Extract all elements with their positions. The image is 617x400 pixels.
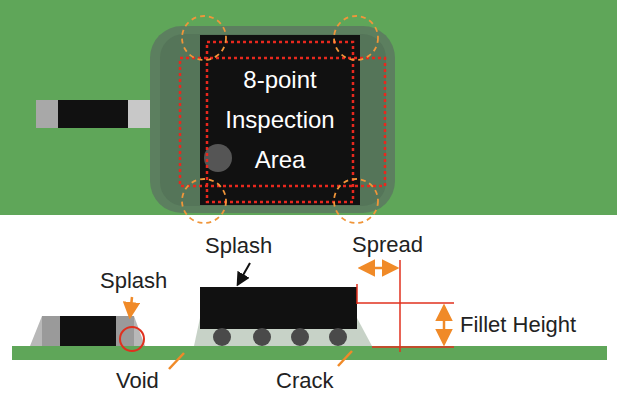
underfill-inner — [160, 34, 386, 206]
callout-label: Crack — [276, 368, 333, 394]
void-marker — [120, 327, 144, 351]
spread-arrow — [361, 267, 396, 270]
void-leader — [169, 353, 184, 369]
chip-resistor-section — [30, 316, 145, 346]
fillet-height-arrow — [443, 307, 446, 343]
pcb-board — [0, 0, 617, 215]
area-label: 8-point Inspection Area — [212, 60, 348, 180]
corner-inspection-circles — [182, 16, 378, 223]
dimension-lines — [357, 260, 454, 352]
crack-leader — [338, 351, 352, 366]
callout-label: Splash — [205, 233, 272, 259]
splash-leader — [130, 297, 132, 316]
pcb-cross-section — [12, 346, 607, 360]
callout-label: Fillet Height — [460, 312, 576, 338]
splash-leader — [238, 263, 250, 284]
chip-resistor — [36, 100, 150, 128]
bga-package — [194, 287, 372, 346]
underfill-spread — [150, 26, 395, 213]
callout-label: Spread — [352, 232, 423, 258]
callout-label: Splash — [100, 268, 167, 294]
bga-chip: 8-point Inspection Area — [200, 35, 360, 205]
callout-label: Void — [116, 368, 159, 394]
